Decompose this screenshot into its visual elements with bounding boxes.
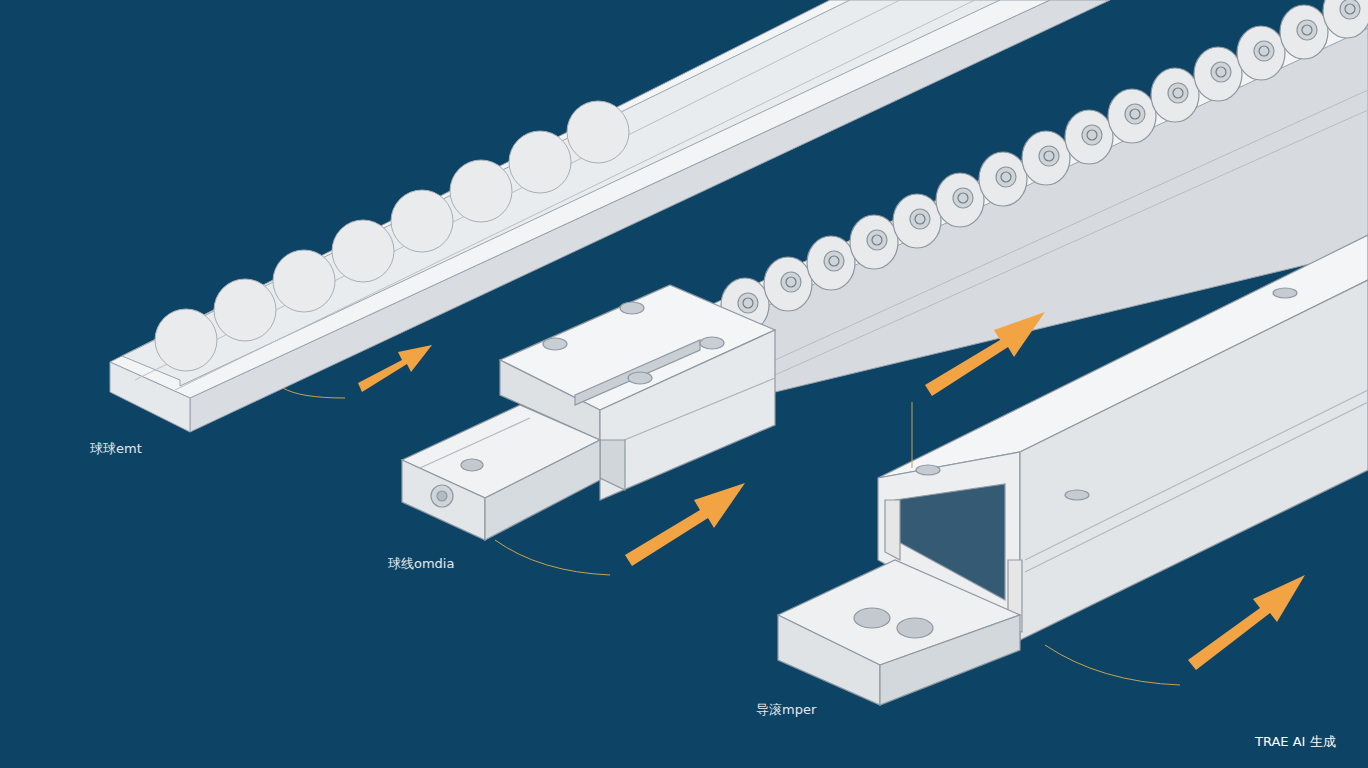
- watermark: TRAE AI 生成: [1255, 734, 1336, 750]
- part-label: 球线omdia: [388, 556, 454, 572]
- part-label: 导滚mper: [756, 702, 816, 718]
- leader-lines: [283, 388, 1180, 685]
- balls: [155, 101, 629, 371]
- housing-rail: [878, 235, 1368, 640]
- rollers: [721, 0, 1368, 332]
- small-rail-end: [402, 405, 600, 540]
- part-label: 球球emt: [90, 441, 142, 457]
- inner-rail: [778, 560, 1020, 705]
- ball-rail: [110, 0, 1110, 432]
- direction-arrows: [358, 312, 1305, 670]
